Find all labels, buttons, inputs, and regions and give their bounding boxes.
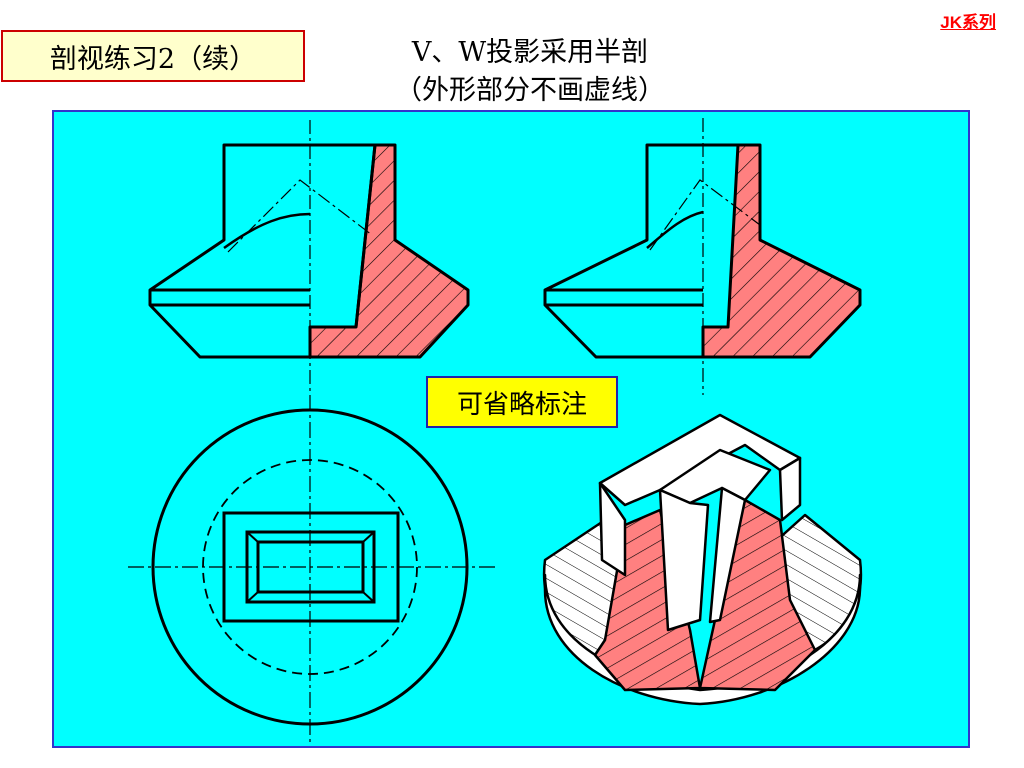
front-section-hatch [308,143,470,359]
iso-section-right [698,498,817,692]
side-view [543,143,862,359]
front-cone-apex-line [227,179,373,253]
heading-line-1: V、W投影采用半剖 [411,37,649,68]
series-tag[interactable]: JK系列 [940,13,996,32]
title-box: 剖视练习2（续） [1,30,305,82]
heading-line-2: （外形部分不画虚线） [395,75,665,106]
side-section-hatch [701,143,862,359]
slide-title: 剖视练习2（续） [49,43,257,75]
note-text: 可省略标注 [456,389,587,420]
front-view [148,143,470,359]
isometric-view [542,413,863,706]
side-cone-apex-line [649,179,761,251]
note-box: 可省略标注 [426,376,618,428]
